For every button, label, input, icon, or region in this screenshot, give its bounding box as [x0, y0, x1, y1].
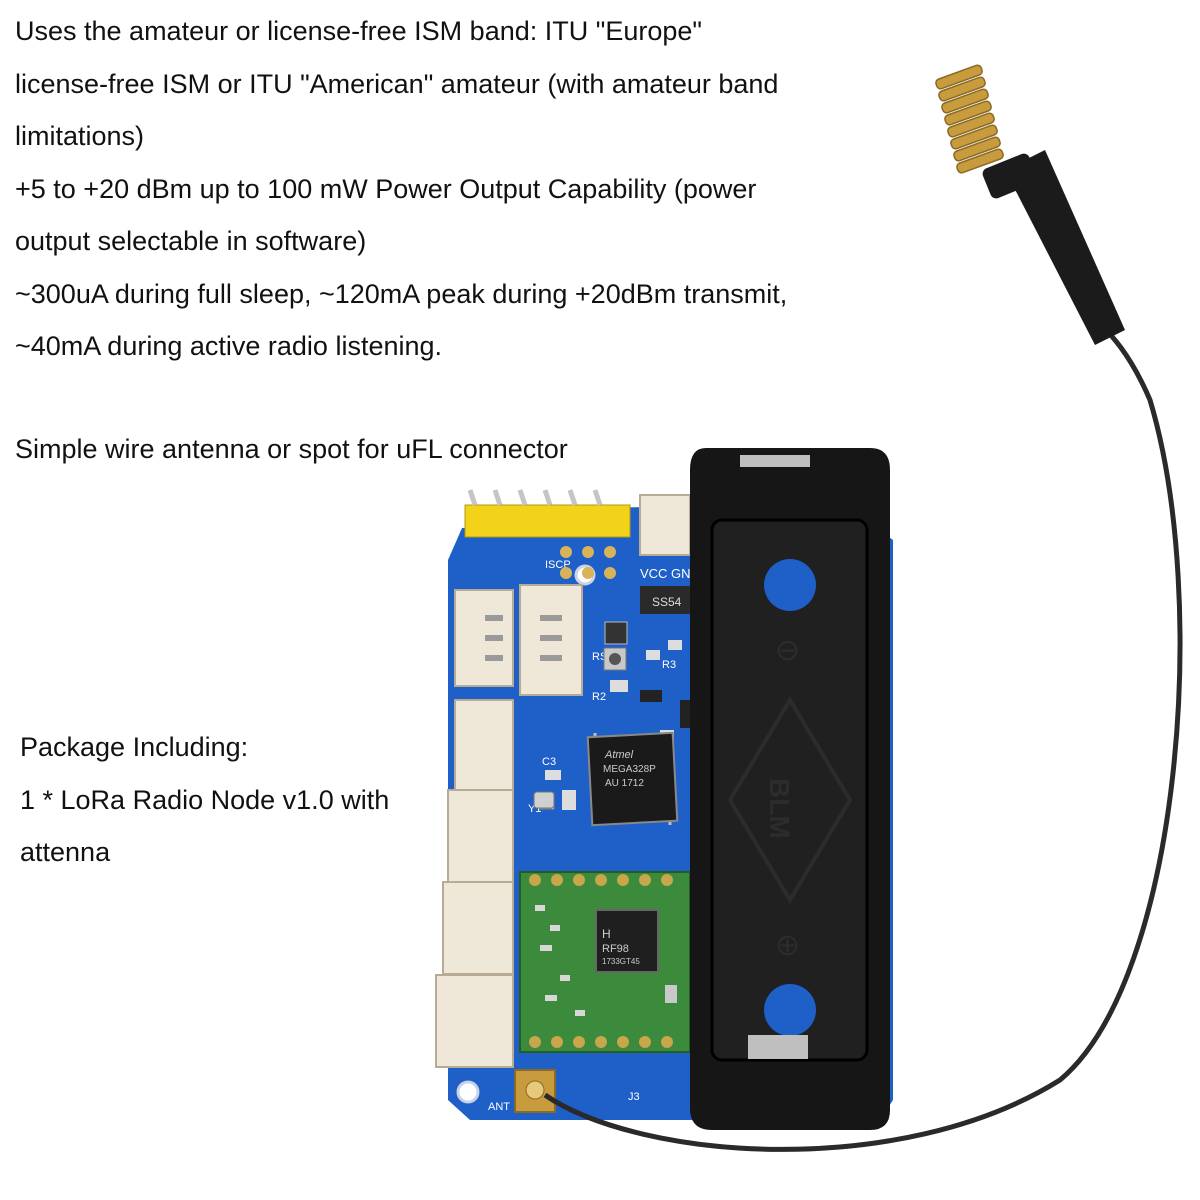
package-line: 1 * LoRa Radio Node v1.0 with: [20, 784, 390, 815]
antenna: [543, 64, 1183, 1152]
battery-holder: BLM ⊖ ⊕: [690, 448, 890, 1130]
rf-module: H RF98 1733GT45: [519, 871, 691, 1053]
antenna-note-text: Simple wire antenna or spot for uFL conn…: [15, 434, 568, 464]
spec-line: ~40mA during active radio listening.: [15, 331, 443, 361]
specs-text: Uses the amateur or license-free ISM ban…: [15, 5, 787, 373]
package-text: Package Including: 1 * LoRa Radio Node v…: [20, 721, 389, 879]
ufl-connector: ANT: [488, 1069, 556, 1113]
spec-line: Uses the amateur or license-free ISM ban…: [15, 16, 702, 46]
r2-label: R2: [592, 691, 606, 703]
battery-brand: BLM: [764, 778, 795, 839]
spec-line: +5 to +20 dBm up to 100 mW Power Output …: [15, 173, 757, 204]
r3-label: R3: [662, 659, 676, 671]
jst-connectors: [435, 494, 691, 1068]
pin-header: [464, 489, 631, 538]
mcu-model: MEGA328P: [603, 764, 656, 775]
vcc-gnd-label: VCC GND: [640, 566, 700, 581]
antenna-note: Simple wire antenna or spot for uFL conn…: [15, 423, 568, 476]
spec-line: output selectable in software): [15, 226, 367, 256]
spec-line: ~300uA during full sleep, ~120mA peak du…: [15, 278, 788, 309]
minus-mark: ⊖: [775, 633, 800, 668]
spec-line: limitations): [15, 121, 145, 151]
j3-label: J3: [628, 1091, 640, 1103]
mcu-chip: Atmel MEGA328P AU 1712: [586, 731, 679, 827]
c3-label: C3: [542, 756, 556, 768]
crystal: [533, 791, 555, 809]
mcu-brand: Atmel: [604, 749, 634, 761]
rf-model: RF98: [602, 943, 629, 955]
rf-brand: H: [602, 927, 611, 941]
plus-mark: ⊕: [775, 928, 800, 963]
package-line: Package Including:: [20, 732, 249, 762]
jst-pins: [485, 615, 562, 661]
ant-label: ANT: [488, 1101, 510, 1113]
package-line: attenna: [20, 837, 111, 867]
diode-label: SS54: [652, 595, 682, 609]
rf-code: 1733GT45: [602, 957, 640, 966]
spec-line: license-free ISM or ITU "American" amate…: [15, 68, 779, 99]
antenna-coil: [935, 64, 1004, 174]
mcu-code: AU 1712: [605, 778, 644, 789]
